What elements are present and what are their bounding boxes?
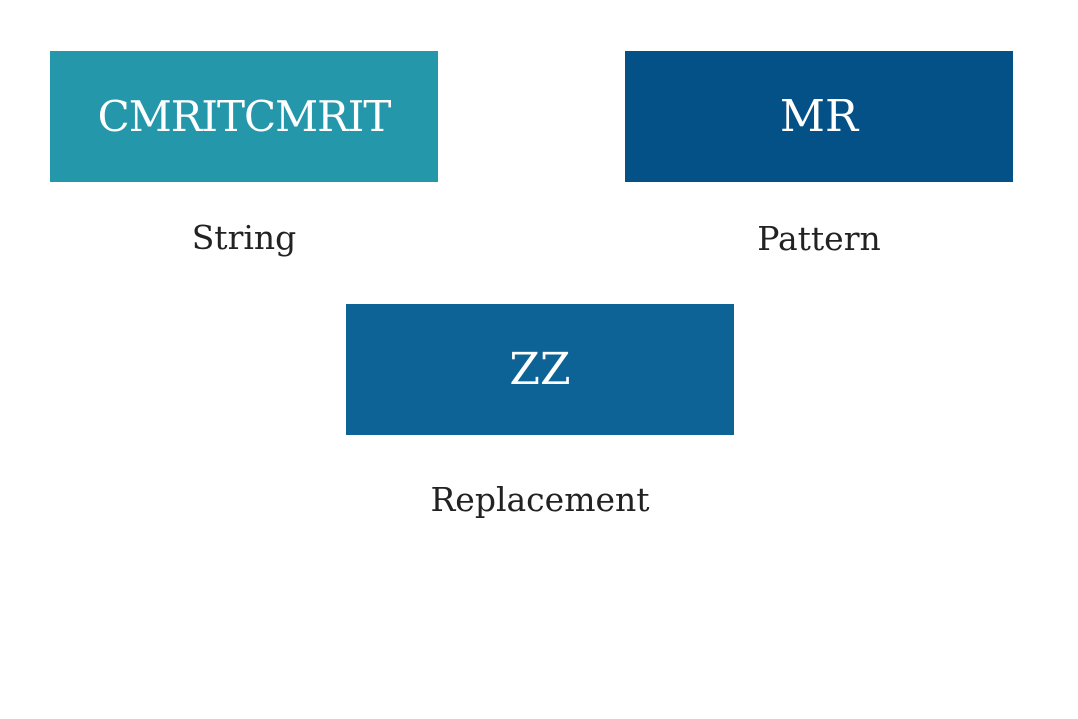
replacement-value: ZZ: [509, 344, 571, 395]
pattern-box: MR: [625, 51, 1013, 182]
replacement-caption: Replacement: [430, 480, 650, 519]
pattern-caption: Pattern: [757, 219, 881, 258]
string-box: CMRITCMRIT: [50, 51, 438, 182]
pattern-value: MR: [779, 91, 859, 142]
string-caption: String: [191, 218, 297, 257]
replacement-box: ZZ: [346, 304, 734, 435]
string-value: CMRITCMRIT: [97, 92, 392, 141]
